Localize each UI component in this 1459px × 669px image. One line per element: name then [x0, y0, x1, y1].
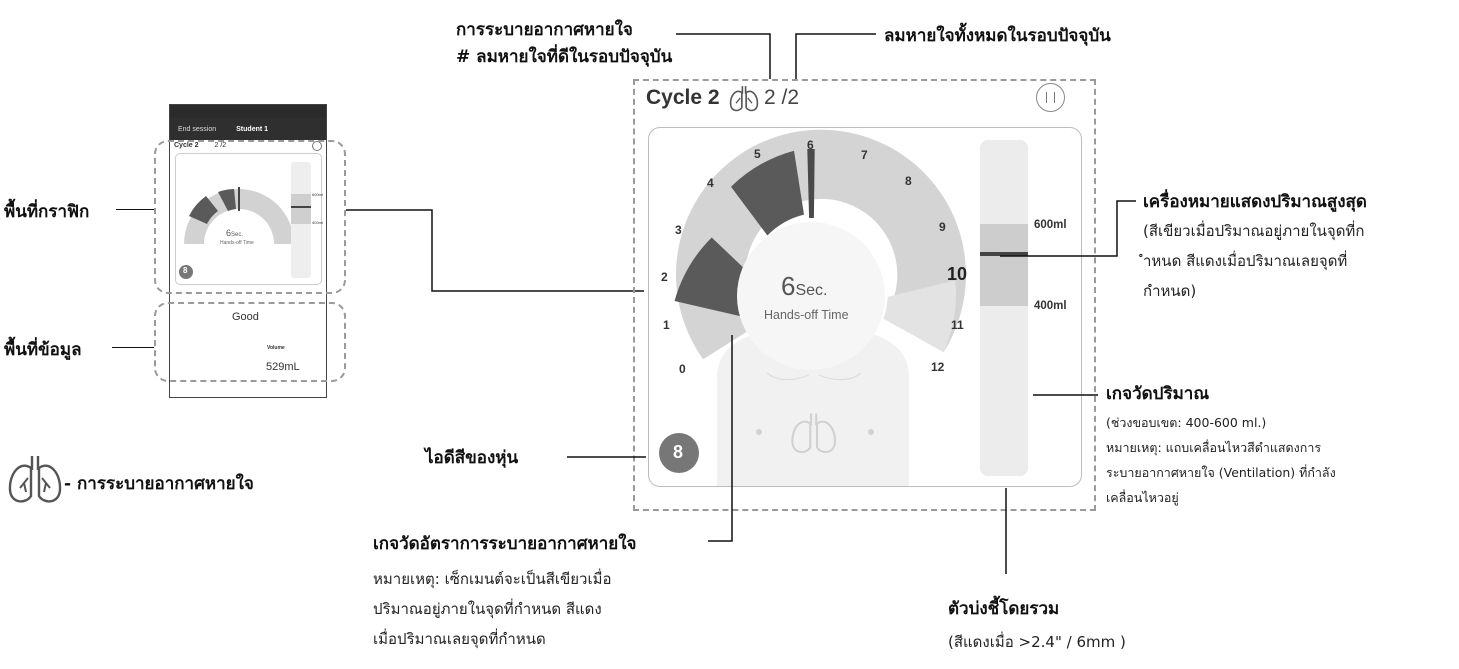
ventilation-legend-label: - การระบายอากาศหายใจ	[64, 474, 254, 494]
phone-status-bar	[170, 105, 326, 118]
phone-cycle-label: Cycle 2 2 /2	[174, 142, 227, 149]
dial-tick-9: 9	[939, 220, 946, 234]
manikin-id: 8	[673, 442, 684, 462]
phone-volume-value: 529mL	[266, 361, 300, 373]
rate-gauge-note-line: เมื่อปริมาณเลยจุดที่กำหนด	[373, 630, 546, 648]
rate-gauge-note-line: หมายเหตุ: เซ็กเมนต์จะเป็นสีเขียวเมื่อ	[373, 570, 612, 588]
phone-header: End session Student 1	[170, 118, 326, 140]
info-area-label: พื้นที่ข้อมูล	[4, 340, 82, 360]
manikin-id-badge	[659, 433, 699, 473]
volume-high-label: 600ml	[1034, 219, 1067, 231]
hands-off-time-label: Hands-off Time	[764, 308, 849, 322]
info-area-outline	[154, 302, 346, 382]
max-marker-title: เครื่องหมายแสดงปริมาณสูงสุด	[1143, 192, 1367, 212]
pause-icon	[1046, 92, 1055, 103]
max-marker-note-line: ำหนด สีแดงเมื่อปริมาณเลยจุดที่	[1143, 252, 1348, 270]
dial-center	[737, 222, 885, 370]
phone-status-text: Good	[232, 311, 259, 323]
rate-gauge-note-line: ปริมาณอยู่ภายในจุดที่กำหนด สีแดง	[373, 600, 602, 618]
total-breaths-count: /2	[781, 86, 800, 109]
dial-tick-5: 5	[754, 147, 761, 161]
clavicle-right	[818, 372, 862, 381]
phone-manikin-id: 8	[183, 266, 188, 275]
dial-tick-7: 7	[861, 148, 868, 162]
student-name: Student 1	[236, 125, 269, 133]
max-marker-note-line: (สีเขียวเมื่อปริมาณอยู่ภายในจุดที่ก	[1143, 222, 1365, 240]
rate-gauge-title: เกจวัดอัตราการระบายอากาศหายใจ	[373, 534, 637, 554]
pause-button[interactable]	[1036, 83, 1065, 112]
graph-area-outline	[154, 140, 346, 294]
volume-gauge-note-line: เคลื่อนไหวอยู่	[1106, 490, 1179, 505]
rate-gauge-note: หมายเหตุ: เซ็กเมนต์จะเป็นสีเขียวเมื่อ ปร…	[373, 564, 611, 654]
segment-dark-5	[731, 150, 804, 236]
main-panel-outline	[633, 79, 1096, 511]
chest-lungs-icon	[791, 413, 836, 453]
graph-area-label: พื้นที่กราฟิก	[4, 202, 90, 222]
volume-target-band	[980, 224, 1028, 306]
dial-tick-12: 12	[931, 360, 945, 374]
dial-tick-2: 2	[661, 270, 668, 284]
segment-light-10	[883, 280, 956, 353]
phone-volume-label: Volume	[267, 345, 285, 351]
header-lungs-icon	[729, 86, 759, 112]
dial-tick-8: 8	[905, 174, 912, 188]
chest-dot-left	[756, 429, 762, 435]
phone-gauge	[179, 162, 311, 279]
volume-gauge-title: เกจวัดปริมาณ	[1106, 384, 1210, 404]
dial-tick-4: 4	[707, 176, 714, 190]
phone-hands-off: 6Sec.	[226, 228, 244, 238]
volume-gauge-note-line: หมายเหตุ: แถบเคลื่อนไหวสีดำแสดงการ	[1106, 440, 1322, 455]
phone-volume-low: 400ml	[312, 220, 323, 225]
cycle-label: Cycle 2	[646, 86, 720, 109]
dial-tick-11: 11	[951, 318, 964, 332]
phone-hands-off-label: Hands-off Time	[220, 240, 254, 246]
info-area-leader	[112, 347, 154, 348]
manikin-id-title: ไอดีสีของหุ่น	[425, 448, 519, 468]
clavicle-left	[766, 372, 810, 381]
dial-tick-10: 10	[947, 264, 968, 284]
good-breaths-count: 2	[764, 86, 776, 109]
segment-dark-6	[807, 149, 815, 218]
breath-count: 2 /2	[764, 86, 799, 110]
max-marker-note: (สีเขียวเมื่อปริมาณอยู่ภายในจุดที่ก ำหนด…	[1143, 216, 1364, 306]
volume-gauge-note: (ช่วงขอบเขต: 400-600 ml.) หมายเหตุ: แถบเ…	[1106, 410, 1336, 510]
phone-screenshot: End session Student 1 Cycle 2 2 /2 8 6Se…	[169, 104, 327, 398]
chest-dot-right	[868, 429, 874, 435]
hands-off-time-value: 6Sec.	[781, 271, 828, 301]
graphic-panel: 0 1 2 3 4 5 6 7 8 9 10 11 12 6Sec. Hands…	[648, 127, 1082, 487]
volume-gauge-note-line: ระบายอากาศหายใจ (Ventilation) ที่กำลัง	[1106, 465, 1336, 480]
volume-low-label: 400ml	[1034, 300, 1067, 312]
overall-indicator-note: (สีแดงเมื่อ >2.4" / 6mm )	[948, 633, 1126, 651]
max-marker-note-line: กำหนด)	[1143, 282, 1197, 300]
phone-breath-count: 2 /2	[214, 142, 227, 149]
end-session-button[interactable]: End session	[178, 125, 217, 133]
dial-tick-1: 1	[663, 318, 670, 332]
breaths-subtitle: # ลมหายใจที่ดีในรอบปัจจุบัน	[456, 47, 673, 67]
phone-graphic-panel: 8 6Sec. Hands-off Time 600ml 400ml	[175, 153, 323, 285]
dial-tick-6: 6	[807, 138, 814, 152]
dial-tick-0: 0	[679, 362, 686, 376]
lungs-icon	[8, 456, 62, 503]
dial-tick-3: 3	[675, 223, 682, 237]
phone-volume-high: 600ml	[312, 192, 323, 197]
overall-indicator-title: ตัวบ่งชี้โดยรวม	[948, 599, 1060, 619]
graph-area-leader	[116, 209, 154, 210]
volume-gauge-note-line: (ช่วงขอบเขต: 400-600 ml.)	[1106, 415, 1267, 430]
total-breaths-title: ลมหายใจทั้งหมดในรอบปัจจุบัน	[884, 26, 1111, 46]
volume-max-marker	[980, 252, 1028, 256]
graphic-svg	[659, 129, 1028, 486]
breaths-title: การระบายอากาศหายใจ	[456, 20, 633, 40]
